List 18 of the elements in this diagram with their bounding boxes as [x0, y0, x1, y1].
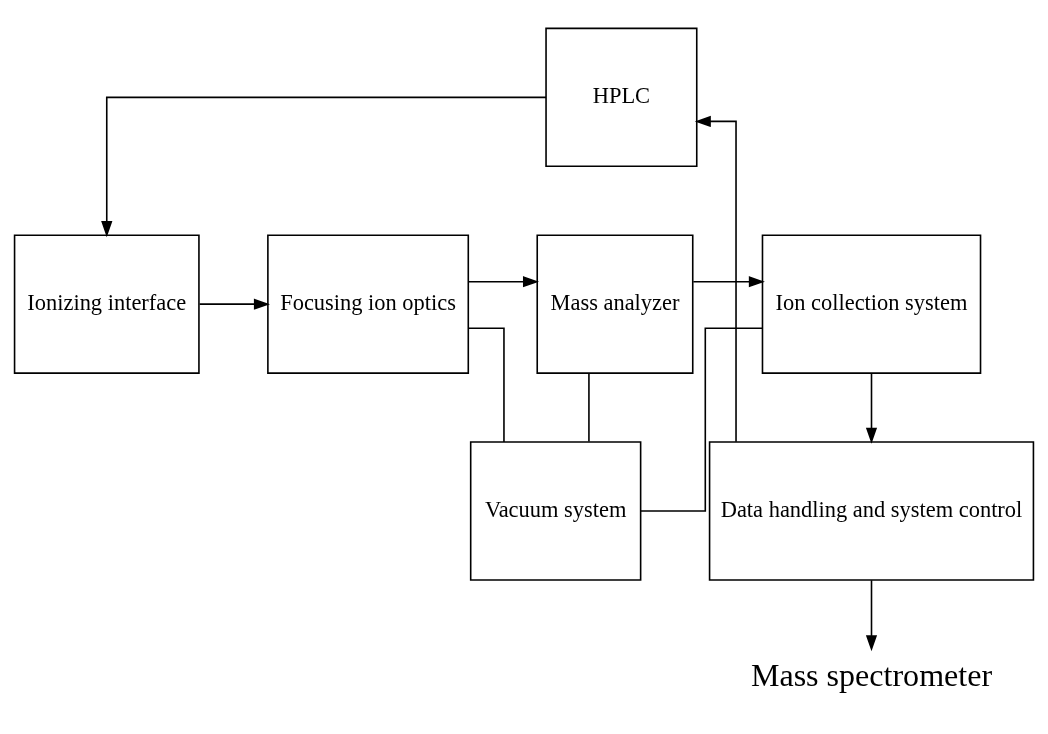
connector [468, 326, 505, 443]
node-box: HPLC [545, 27, 698, 167]
node-box: Data handling and system control [708, 440, 1035, 581]
connector [588, 372, 590, 442]
arrow [865, 578, 878, 651]
arrow [467, 275, 540, 287]
node-text: Mass spectrometer [750, 656, 993, 693]
arrow [865, 372, 878, 444]
arrow [198, 298, 270, 310]
node-box: Ion collection system [761, 233, 982, 374]
node-box: Ionizing interface [13, 233, 200, 374]
node-box: Mass analyzer [536, 233, 694, 374]
arrow [694, 115, 737, 443]
arrow [101, 96, 547, 237]
connector [640, 326, 763, 512]
arrow [692, 275, 765, 287]
node-box: Vacuum system [469, 440, 642, 581]
node-box: Focusing ion optics [267, 233, 470, 374]
